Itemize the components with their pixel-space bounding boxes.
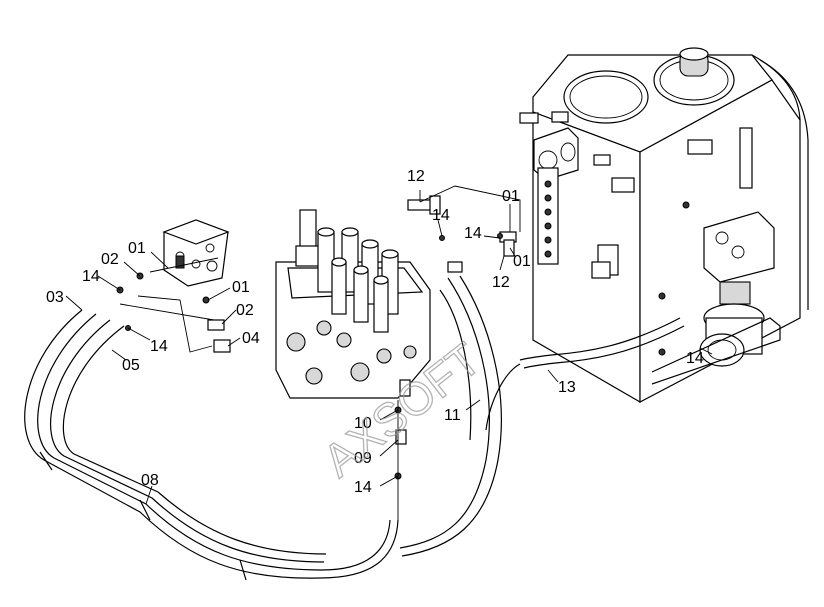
callout-01-upper-right: 01 bbox=[502, 188, 520, 205]
fittings bbox=[116, 195, 517, 480]
callout-09: 09 bbox=[354, 450, 372, 467]
callout-02-mid: 02 bbox=[236, 302, 254, 319]
leader-lines bbox=[65, 190, 713, 505]
callout-14-mid-left: 14 bbox=[150, 338, 168, 355]
callout-04: 04 bbox=[242, 330, 260, 347]
callout-08: 08 bbox=[141, 472, 159, 489]
callout-14-upper-left: 14 bbox=[82, 268, 100, 285]
callout-14-tank: 14 bbox=[686, 350, 704, 367]
callout-13: 13 bbox=[558, 379, 576, 396]
hydraulic-tank bbox=[519, 47, 809, 404]
hose-13 bbox=[485, 317, 685, 431]
callout-12-lower: 12 bbox=[492, 274, 510, 291]
callout-14-right: 14 bbox=[464, 225, 482, 242]
callout-01-right: 01 bbox=[513, 253, 531, 270]
callout-10: 10 bbox=[354, 415, 372, 432]
hose-11 bbox=[399, 275, 502, 557]
callout-11: 11 bbox=[444, 407, 461, 424]
pilot-block bbox=[162, 219, 230, 287]
hose-08-bundle bbox=[24, 309, 399, 581]
callouts: 01 02 14 03 01 02 04 14 05 08 12 14 14 0… bbox=[46, 168, 704, 496]
callout-03: 03 bbox=[46, 289, 64, 306]
control-valve bbox=[275, 209, 431, 399]
callout-14-upper-center: 14 bbox=[432, 207, 450, 224]
callout-01-mid: 01 bbox=[232, 279, 250, 296]
callout-12-upper: 12 bbox=[407, 168, 425, 185]
callout-01-pilot: 01 bbox=[128, 240, 146, 257]
pilot-lines bbox=[119, 185, 521, 520]
callout-14-lower-center: 14 bbox=[354, 479, 372, 496]
callout-05: 05 bbox=[122, 357, 140, 374]
callout-02-pilot: 02 bbox=[101, 251, 119, 268]
